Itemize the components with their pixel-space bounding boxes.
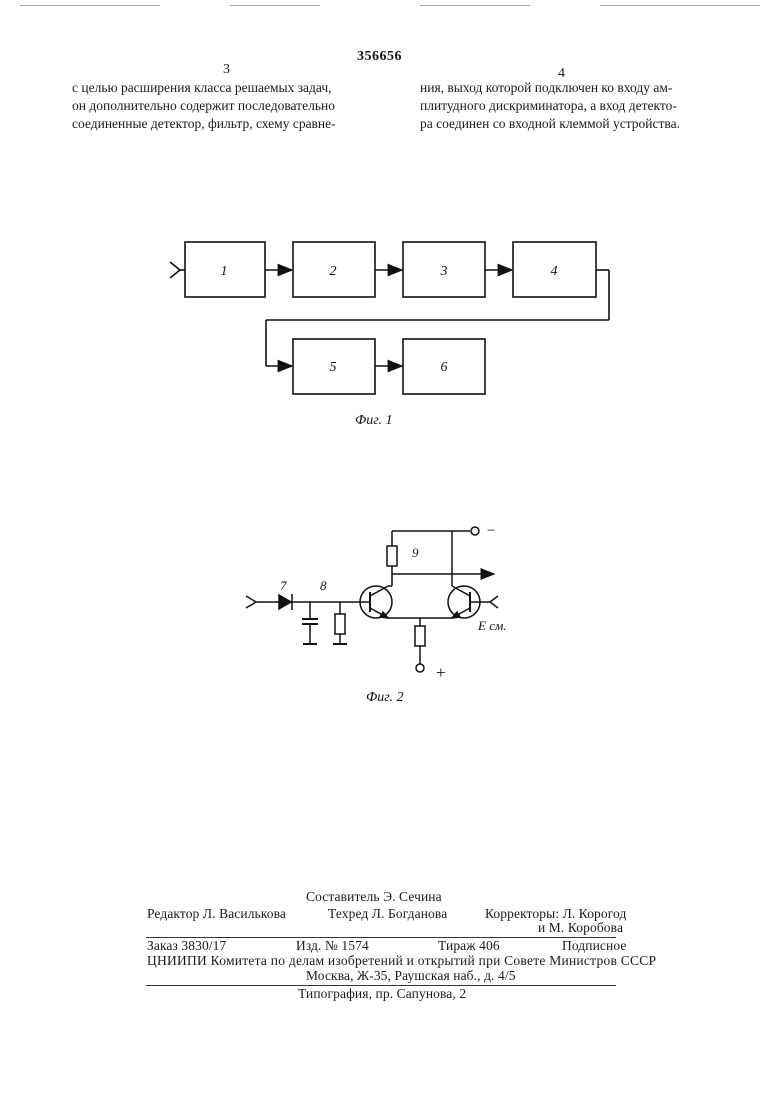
composer: Составитель Э. Сечина — [306, 888, 442, 906]
load-label: 9 — [412, 545, 419, 560]
minus-label: − — [487, 523, 495, 539]
bias-label: E см. — [477, 618, 507, 633]
figure-1-caption: Фиг. 1 — [355, 413, 393, 428]
correctors-second: и М. Коробова — [538, 919, 623, 937]
diode-label: 7 — [280, 578, 287, 593]
block-label: 6 — [441, 360, 448, 375]
filter-label: 8 — [320, 578, 327, 593]
input-terminal-icon — [246, 596, 256, 608]
figure-2-caption: Фиг. 2 — [366, 690, 404, 705]
minus-terminal-icon — [471, 527, 479, 535]
plus-terminal-icon — [416, 664, 424, 672]
input-terminal-icon — [170, 262, 180, 278]
block-label: 5 — [330, 360, 337, 375]
address: Москва, Ж-35, Раушская наб., д. 4/5 — [306, 967, 516, 985]
figure-2-circuit — [246, 527, 498, 672]
editor: Редактор Л. Василькова — [147, 905, 286, 923]
transistor-icon — [360, 586, 392, 618]
resistor-9-icon — [387, 546, 397, 566]
figure-1-block-diagram — [170, 242, 609, 394]
techred: Техред Л. Богданова — [328, 905, 447, 923]
block-label: 3 — [440, 264, 448, 279]
typography: Типография, пр. Сапунова, 2 — [298, 985, 466, 1003]
plus-label: + — [436, 663, 446, 682]
transistor-icon — [448, 586, 480, 618]
bias-terminal-icon — [490, 596, 498, 608]
block-label: 1 — [221, 264, 228, 279]
capacitor-icon — [302, 619, 318, 624]
resistor-icon — [415, 626, 425, 646]
diode-icon — [279, 594, 292, 610]
resistor-icon — [335, 614, 345, 634]
block-label: 4 — [551, 264, 558, 279]
block-label: 2 — [330, 264, 337, 279]
